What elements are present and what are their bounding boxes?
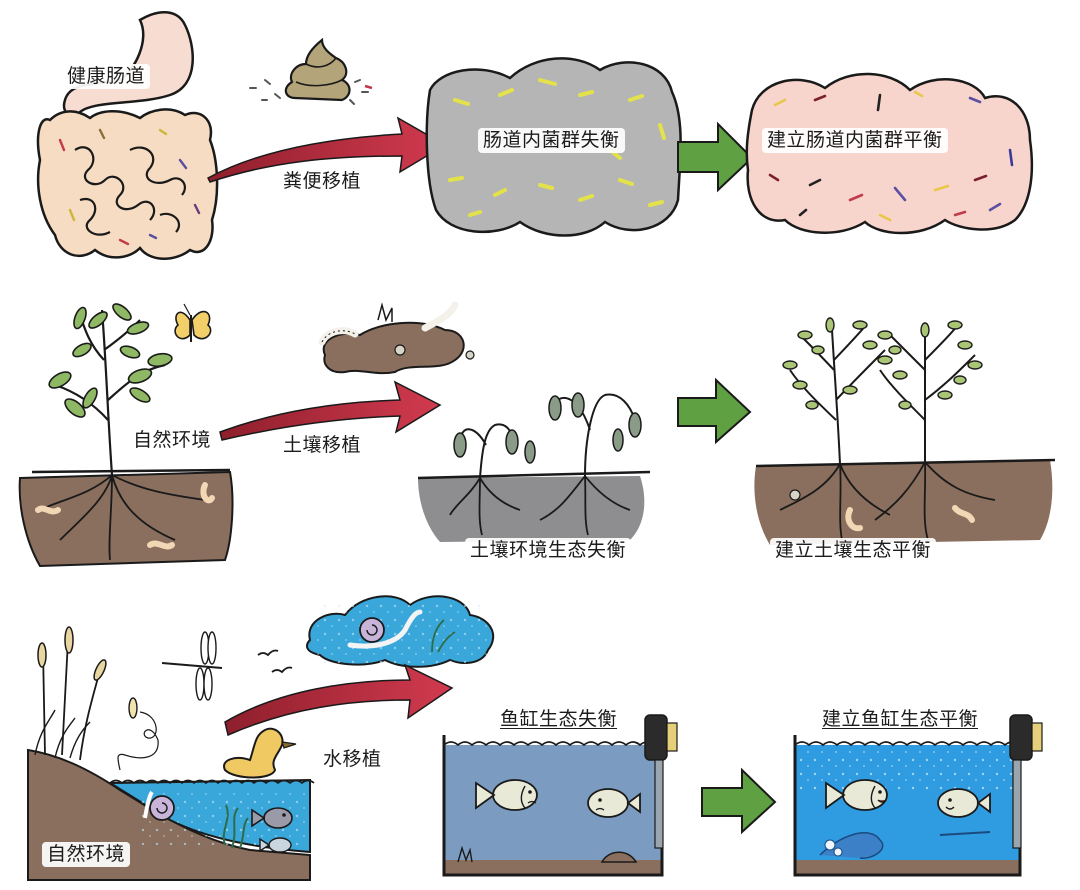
healthy-plant-illustration [48, 303, 173, 476]
label-soil-imbalance: 土壤环境生态失衡 [465, 538, 632, 563]
feces-illustration [249, 37, 373, 105]
worm-icon [147, 540, 175, 550]
soil-clump-illustration [318, 301, 475, 375]
happy-fish-icon [937, 788, 991, 818]
label-natural-environment-water: 自然环境 [42, 842, 131, 867]
healthy-intestine-illustration [36, 108, 219, 260]
restored-soil-illustration [754, 317, 1056, 545]
poor-soil-illustration [417, 392, 651, 542]
label-gut-balance: 建立肠道内菌群平衡 [762, 128, 948, 153]
seaweed-icon [222, 804, 249, 849]
result-arrow-gut [677, 121, 754, 193]
label-water-transplant: 水移植 [323, 748, 382, 770]
balanced-aquarium-illustration [793, 714, 1043, 877]
bird-icon [271, 666, 293, 674]
worm-icon [35, 505, 61, 515]
water-sample-illustration [306, 595, 495, 668]
healthy-soil-illustration [18, 470, 234, 568]
row-water [27, 595, 1043, 881]
snail-icon [143, 790, 175, 821]
label-fecal-transplant: 粪便移植 [283, 170, 362, 192]
duck-icon [223, 727, 297, 779]
result-arrow-water [701, 767, 777, 835]
transfer-arrow-water [224, 663, 454, 737]
sad-fish-icon [475, 779, 538, 811]
roots-illustration [39, 474, 206, 561]
label-natural-environment-soil: 自然环境 [128, 428, 217, 453]
insect-icon [117, 697, 159, 771]
label-soil-transplant: 土壤移植 [283, 434, 362, 456]
balanced-gut-illustration [745, 72, 1034, 235]
sad-fish-icon [587, 788, 641, 818]
reeds-icon [34, 626, 107, 761]
imbalanced-aquarium-illustration [442, 714, 678, 877]
row-gut [36, 11, 1034, 260]
label-healthy-gut: 健康肠道 [62, 64, 151, 89]
label-aquarium-imbalance: 鱼缸生态失衡 [500, 708, 618, 730]
result-arrow-soil [677, 377, 752, 445]
dragonfly-icon [161, 631, 223, 701]
bird-icon [257, 649, 279, 657]
row-soil [18, 301, 1056, 568]
happy-fish-icon [825, 779, 888, 811]
fish-icon [259, 837, 292, 853]
label-soil-balance: 建立土壤生态平衡 [770, 538, 937, 563]
transfer-arrow-soil [219, 380, 442, 441]
label-gut-imbalance: 肠道内菌群失衡 [478, 128, 625, 153]
worm-icon [200, 482, 215, 504]
fish-icon [251, 807, 293, 829]
butterfly-icon [174, 303, 212, 342]
label-aquarium-balance: 建立鱼缸生态平衡 [822, 708, 979, 730]
